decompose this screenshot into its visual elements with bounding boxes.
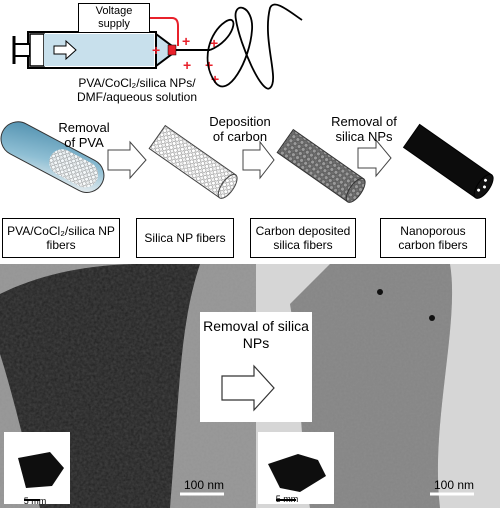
charge-plus: + <box>152 42 160 58</box>
solution-label-line1: PVA/CoCl₂/silica NPs/ <box>78 76 196 90</box>
process-arrow <box>107 140 147 180</box>
voltage-supply-label: Voltage supply <box>95 5 133 30</box>
box-silica-np-fibers: Silica NP fibers <box>136 218 234 258</box>
plunger-head <box>29 33 45 67</box>
process-arrow <box>242 140 275 180</box>
voltage-supply-box: Voltage supply <box>78 3 150 33</box>
tem-transition-arrow <box>221 364 275 412</box>
left-inset-scale-label: 5 mm <box>23 496 47 506</box>
pva-fiber <box>0 121 105 193</box>
step-label-remove-pva: Removal of PVA <box>58 120 110 150</box>
nanoporous-carbon-fiber <box>402 123 494 199</box>
box-pva-fibers-label: PVA/CoCl₂/silica NP fibers <box>7 224 115 252</box>
charge-plus: + <box>210 35 218 51</box>
needle-electrode <box>167 44 177 56</box>
silica-np-fiber <box>148 124 238 199</box>
particle <box>429 315 435 321</box>
charge-plus: + <box>211 71 219 87</box>
solution-label-line2: DMF/aqueous solution <box>76 90 198 104</box>
carbon-deposited-fiber <box>276 128 366 203</box>
box-silica-np-fibers-label: Silica NP fibers <box>144 231 226 245</box>
box-carbon-deposited-label: Carbon deposited silica fibers <box>255 224 351 252</box>
particle <box>377 289 383 295</box>
box-nanoporous-carbon-label: Nanoporous carbon fibers <box>398 224 468 252</box>
syringe-plunger <box>13 43 31 57</box>
box-nanoporous-carbon: Nanoporous carbon fibers <box>380 218 486 258</box>
process-arrow <box>357 138 392 178</box>
right-inset-sample <box>268 454 326 492</box>
process-schematic <box>0 121 494 203</box>
step-label-deposit-carbon: Deposition of carbon <box>209 114 271 144</box>
tem-panels <box>0 264 500 508</box>
push-arrow <box>53 39 77 61</box>
charge-plus: + <box>205 57 213 73</box>
left-scale-label: 100 nm <box>183 478 225 492</box>
solution-label: PVA/CoCl₂/silica NPs/ DMF/aqueous soluti… <box>62 76 212 104</box>
electrospinning-schematic: + + + + + + <box>12 3 303 90</box>
charge-plus: + <box>182 33 190 49</box>
left-inset-sample <box>18 452 64 488</box>
charge-plus: + <box>183 57 191 73</box>
tem-middle-label: Removal of silica NPs <box>203 318 309 351</box>
step-label-remove-silica: Removal of silica NPs <box>331 114 397 144</box>
whipping-jet <box>206 3 303 90</box>
voltage-wire <box>148 17 179 46</box>
box-pva-fibers: PVA/CoCl₂/silica NP fibers <box>2 218 120 258</box>
right-scale-label: 100 nm <box>433 478 475 492</box>
box-carbon-deposited: Carbon deposited silica fibers <box>250 218 356 258</box>
right-inset-scale-label: 5 mm <box>275 494 299 504</box>
